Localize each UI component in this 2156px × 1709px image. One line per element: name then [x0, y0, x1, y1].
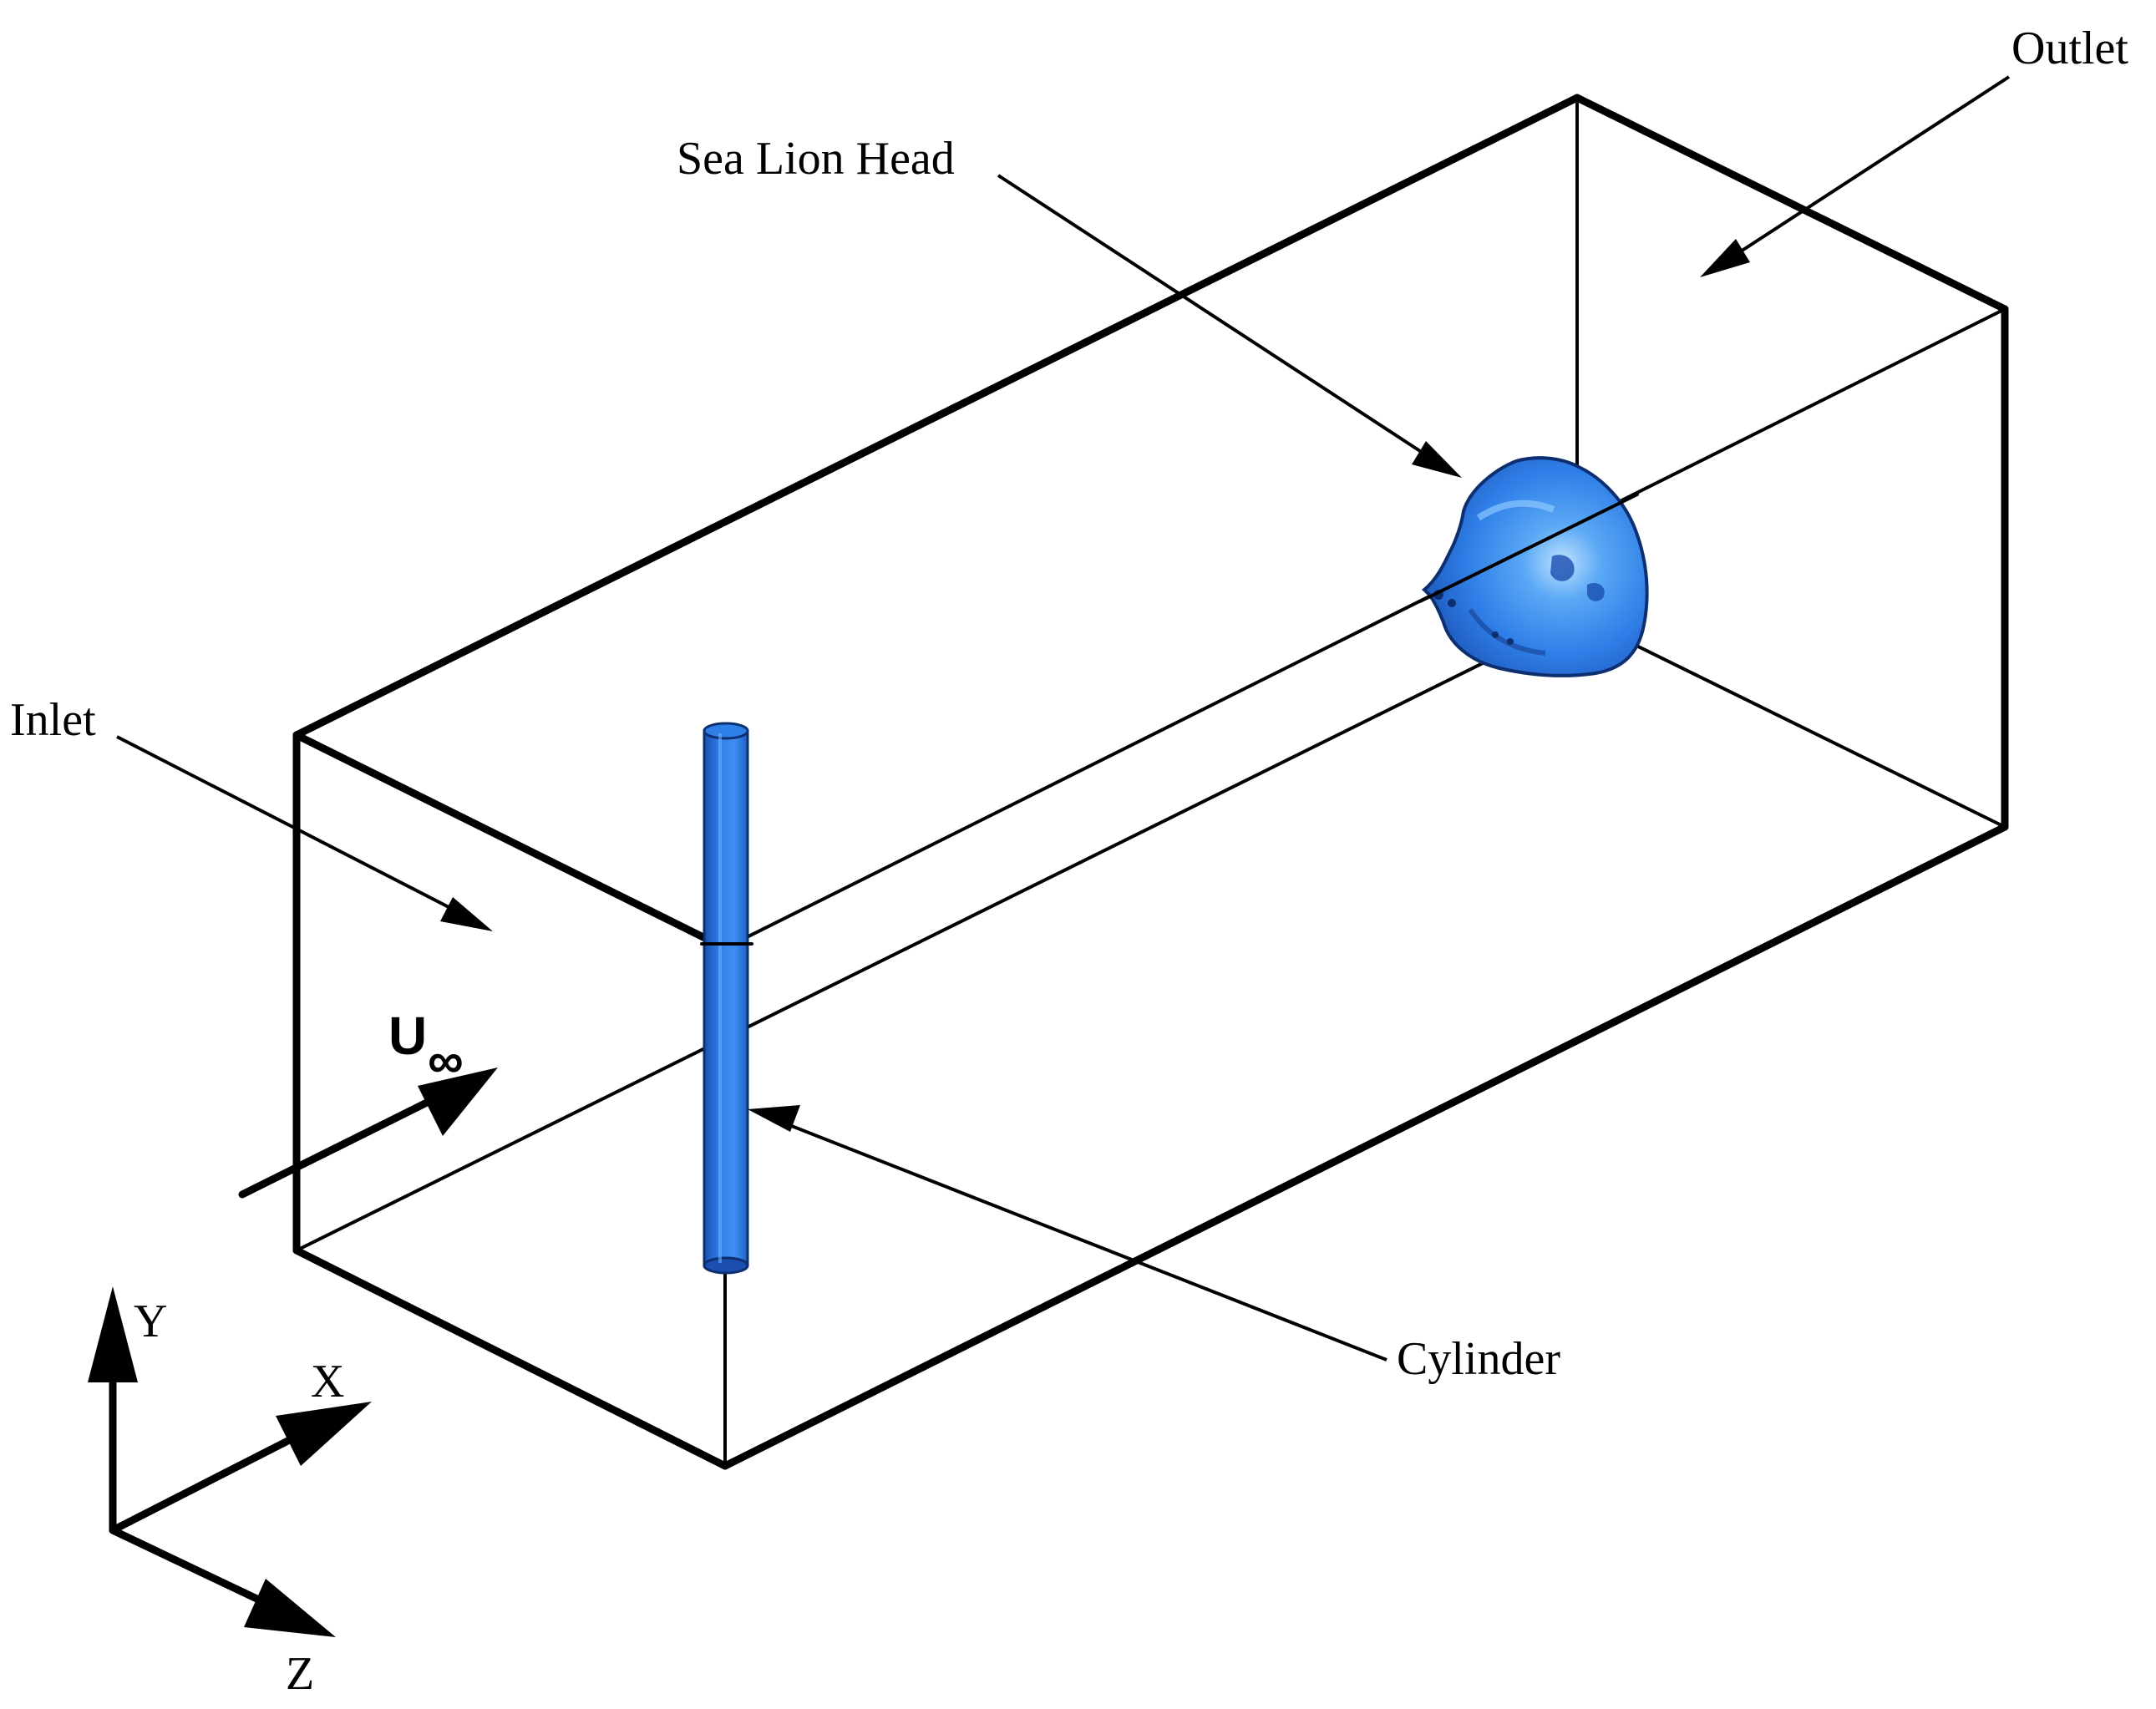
- sea-lion-head-label: Sea Lion Head: [677, 133, 955, 185]
- velocity-symbol: U: [388, 1006, 427, 1066]
- inlet-leader: [116, 735, 493, 931]
- sea-lion-head-shape: [1421, 456, 1649, 677]
- cylinder-label: Cylinder: [1397, 1333, 1560, 1385]
- freestream-arrow: [238, 1067, 498, 1199]
- velocity-subscript: ∞: [428, 1032, 464, 1088]
- cylinder-shape: [703, 722, 749, 1275]
- outlet-leader: [1700, 75, 2011, 277]
- head-centerline: [1418, 493, 1639, 603]
- cylinder-leader: [748, 1105, 1387, 1362]
- inlet-label: Inlet: [10, 694, 96, 746]
- axis-x-label: X: [311, 1356, 344, 1407]
- sea-lion-head-leader: [997, 174, 1462, 478]
- axis-y-label: Y: [134, 1296, 167, 1347]
- axis-z-label: Z: [286, 1648, 314, 1700]
- coordinate-axes: [88, 1286, 372, 1637]
- domain-box-thick-edges: [292, 94, 2009, 1470]
- outlet-label: Outlet: [2011, 23, 2128, 74]
- domain-box-thin-edges: [295, 96, 2006, 1468]
